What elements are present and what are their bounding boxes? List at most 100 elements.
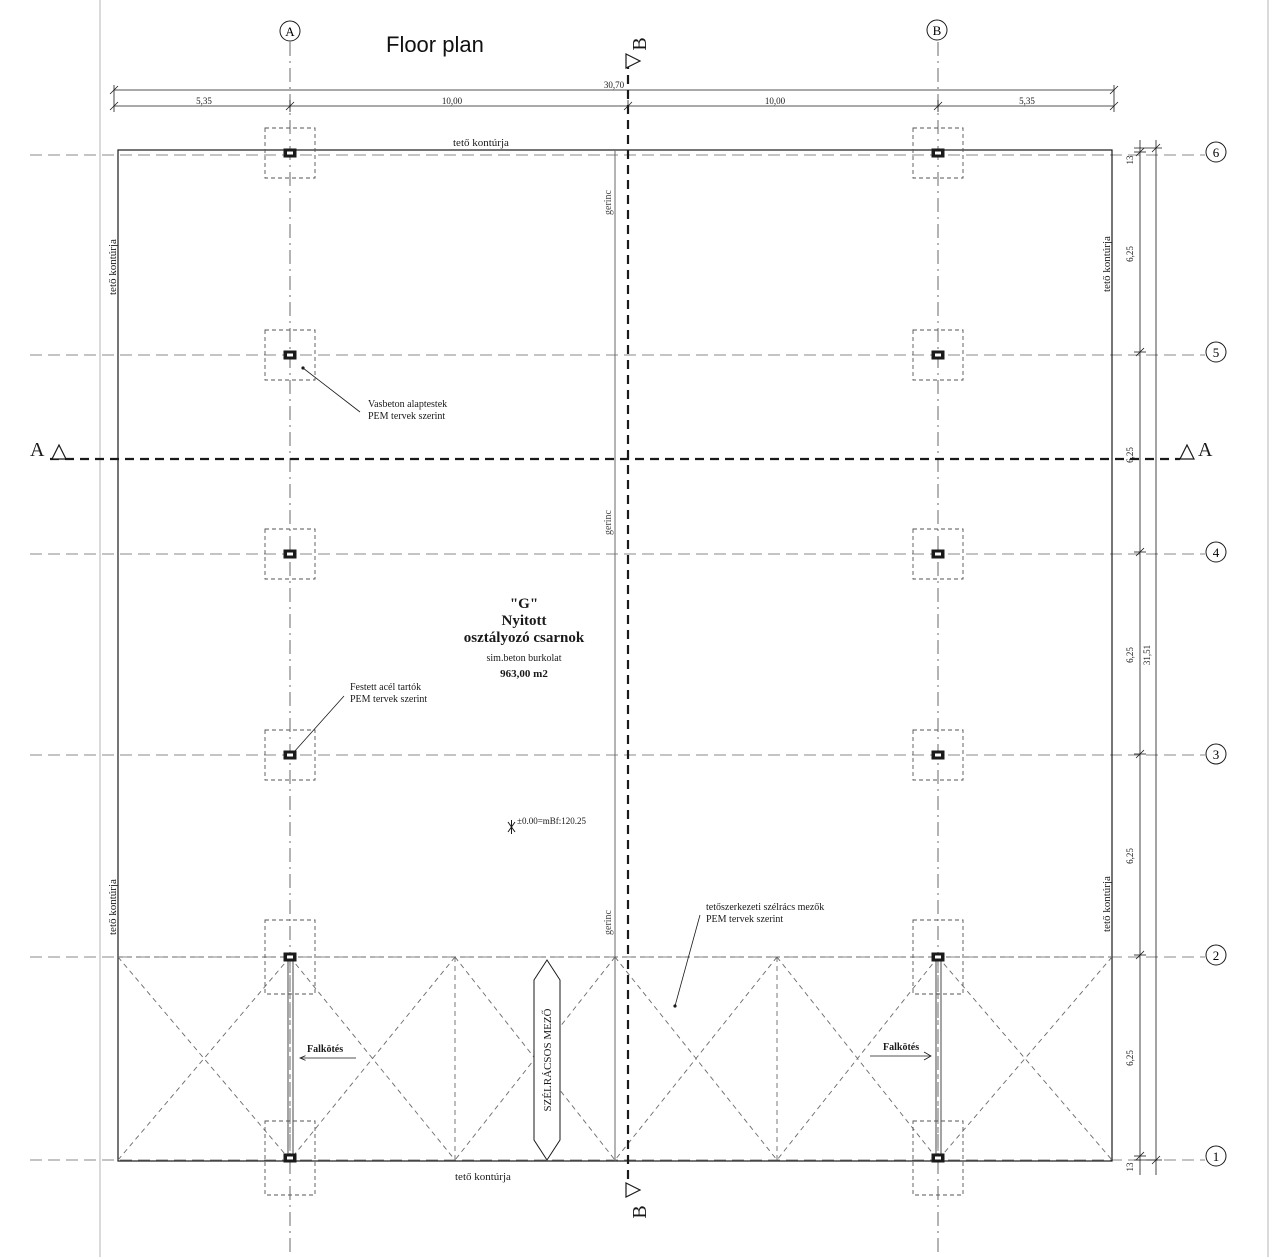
dim-bay-2-3: 6,25 xyxy=(1125,848,1135,864)
axis-bubble-3: 3 xyxy=(1205,743,1227,765)
bracing-note-line2: PEM tervek szerint xyxy=(706,914,783,925)
foundation-note-line1: Vasbeton alaptestek xyxy=(368,399,447,410)
axis-bubble-1: 1 xyxy=(1205,1145,1227,1167)
room-area: 963,00 m2 xyxy=(500,668,548,680)
axis-bubble-2: 2 xyxy=(1205,944,1227,966)
steel-column-web-a-4 xyxy=(287,552,293,556)
steel-note-line1: Festett acél tartók xyxy=(350,682,421,693)
steel-column-web-a-2 xyxy=(287,955,293,959)
dim-bay-5-6: 6,25 xyxy=(1125,246,1135,262)
dim-seg-4: 5,35 xyxy=(1019,96,1035,106)
section-letter-b-bottom: B xyxy=(629,1205,651,1218)
foundation-note-line2: PEM tervek szerint xyxy=(368,411,445,422)
bracing-leader xyxy=(674,914,701,1007)
room-name-line2: osztályozó csarnok xyxy=(464,630,585,646)
steel-column-web-b-2 xyxy=(935,955,941,959)
section-marker-a-left: A xyxy=(30,439,67,461)
foundation-a-3 xyxy=(264,729,316,781)
foundation-b-1 xyxy=(912,1120,964,1196)
dim-seg-2: 10,00 xyxy=(442,96,463,106)
wall-tie-arrowhead-right xyxy=(923,1051,932,1061)
wall-tie-label-right: Falkötés xyxy=(883,1042,919,1053)
axis-bubble-b: B xyxy=(926,19,948,41)
axis-label-a: A xyxy=(285,24,295,39)
axis-bubble-5: 5 xyxy=(1205,341,1227,363)
wind-field-label: SZÉLRÁCSOS MEZŐ xyxy=(542,1008,554,1111)
section-marker-b-bottom: B xyxy=(625,1182,651,1219)
axis-label-5: 5 xyxy=(1213,345,1220,360)
plan-title: Floor plan xyxy=(386,32,484,57)
bracing-leader-dot xyxy=(673,1004,677,1008)
foundation-a-6 xyxy=(264,127,316,179)
axis-label-1: 1 xyxy=(1213,1149,1220,1164)
dim-seg-3: 10,00 xyxy=(765,96,786,106)
section-letter-a-left: A xyxy=(30,439,45,461)
foundation-a-1 xyxy=(264,1120,316,1196)
axis-bubble-6: 6 xyxy=(1205,141,1227,163)
axis-label-6: 6 xyxy=(1213,145,1220,160)
dim-overall-width: 30,70 xyxy=(604,80,625,90)
dim-bay-1-2: 6,25 xyxy=(1125,1050,1135,1066)
roof-contour-label-right-bottom: tető kontúrja xyxy=(1101,876,1113,932)
section-marker-b-top: B xyxy=(625,37,651,69)
foundation-b-6 xyxy=(912,127,964,179)
room-label: "G" Nyitott osztályozó csarnok sim.beton… xyxy=(464,596,585,680)
dim-bay-3-4: 6,25 xyxy=(1125,647,1135,663)
section-letter-b-top: B xyxy=(629,37,651,50)
foundation-b-3 xyxy=(912,729,964,781)
steel-column-web-b-3 xyxy=(935,753,941,757)
axis-label-3: 3 xyxy=(1213,747,1220,762)
roof-contour-label-bottom: tető kontúrja xyxy=(455,1171,511,1183)
axis-label-b: B xyxy=(933,23,942,38)
wall-tie-label-left: Falkötés xyxy=(307,1044,343,1055)
steel-column-web-a-5 xyxy=(287,353,293,357)
foundation-leader xyxy=(302,367,361,413)
wall-tie-lines xyxy=(287,960,942,1157)
ridge-label-top: gerinc xyxy=(603,189,614,215)
foundation-a-2 xyxy=(264,919,316,995)
right-dimensions xyxy=(1134,140,1162,1175)
level-mark-text: ±0.00=mBf:120.25 xyxy=(517,816,587,826)
steel-column-web-b-1 xyxy=(935,1156,941,1160)
dim-bay-4-5: 6,25 xyxy=(1125,447,1135,463)
roof-contour-label-left-bottom: tető kontúrja xyxy=(107,879,119,935)
foundation-b-4 xyxy=(912,528,964,580)
room-name-line1: Nyitott xyxy=(502,613,547,629)
steel-column-web-b-5 xyxy=(935,353,941,357)
section-letter-a-right: A xyxy=(1198,439,1213,461)
row-axes xyxy=(30,154,1205,1161)
axis-label-4: 4 xyxy=(1213,545,1220,560)
ridge-label-bottom: gerinc xyxy=(603,909,614,935)
dim-edge-bottom: 13 xyxy=(1125,1162,1135,1172)
room-finish: sim.beton burkolat xyxy=(487,653,562,664)
steel-column-web-a-1 xyxy=(287,1156,293,1160)
roof-contour-label-left-top: tető kontúrja xyxy=(107,239,119,295)
foundation-leader-dot xyxy=(301,366,305,370)
foundation-b-5 xyxy=(912,329,964,381)
foundation-a-5 xyxy=(264,329,316,381)
column-footings xyxy=(264,127,964,1196)
ridge-label-mid: gerinc xyxy=(603,509,614,535)
section-marker-a-right: A xyxy=(1179,439,1213,461)
dim-edge-top: 13 xyxy=(1125,155,1135,165)
wind-field-badge xyxy=(533,959,561,1161)
level-mark: ±0.00=mBf:120.25 xyxy=(507,816,587,834)
steel-note-line2: PEM tervek szerint xyxy=(350,694,427,705)
axis-bubble-a: A xyxy=(279,20,301,42)
foundation-b-2 xyxy=(912,919,964,995)
column-axes xyxy=(289,42,939,1257)
bracing-note-line1: tetőszerkezeti szélrács mezők xyxy=(706,902,824,913)
steel-column-web-b-4 xyxy=(935,552,941,556)
room-code: "G" xyxy=(510,596,538,612)
roof-contour-label-right-top: tető kontúrja xyxy=(1101,236,1113,292)
roof-contour-label-top: tető kontúrja xyxy=(453,137,509,149)
dim-overall-depth: 31,51 xyxy=(1142,645,1152,665)
dim-seg-1: 5,35 xyxy=(196,96,212,106)
foundation-a-4 xyxy=(264,528,316,580)
steel-leader xyxy=(293,695,345,753)
axis-bubble-4: 4 xyxy=(1205,541,1227,563)
axis-label-2: 2 xyxy=(1213,948,1220,963)
steel-column-web-a-6 xyxy=(287,151,293,155)
steel-column-web-b-6 xyxy=(935,151,941,155)
